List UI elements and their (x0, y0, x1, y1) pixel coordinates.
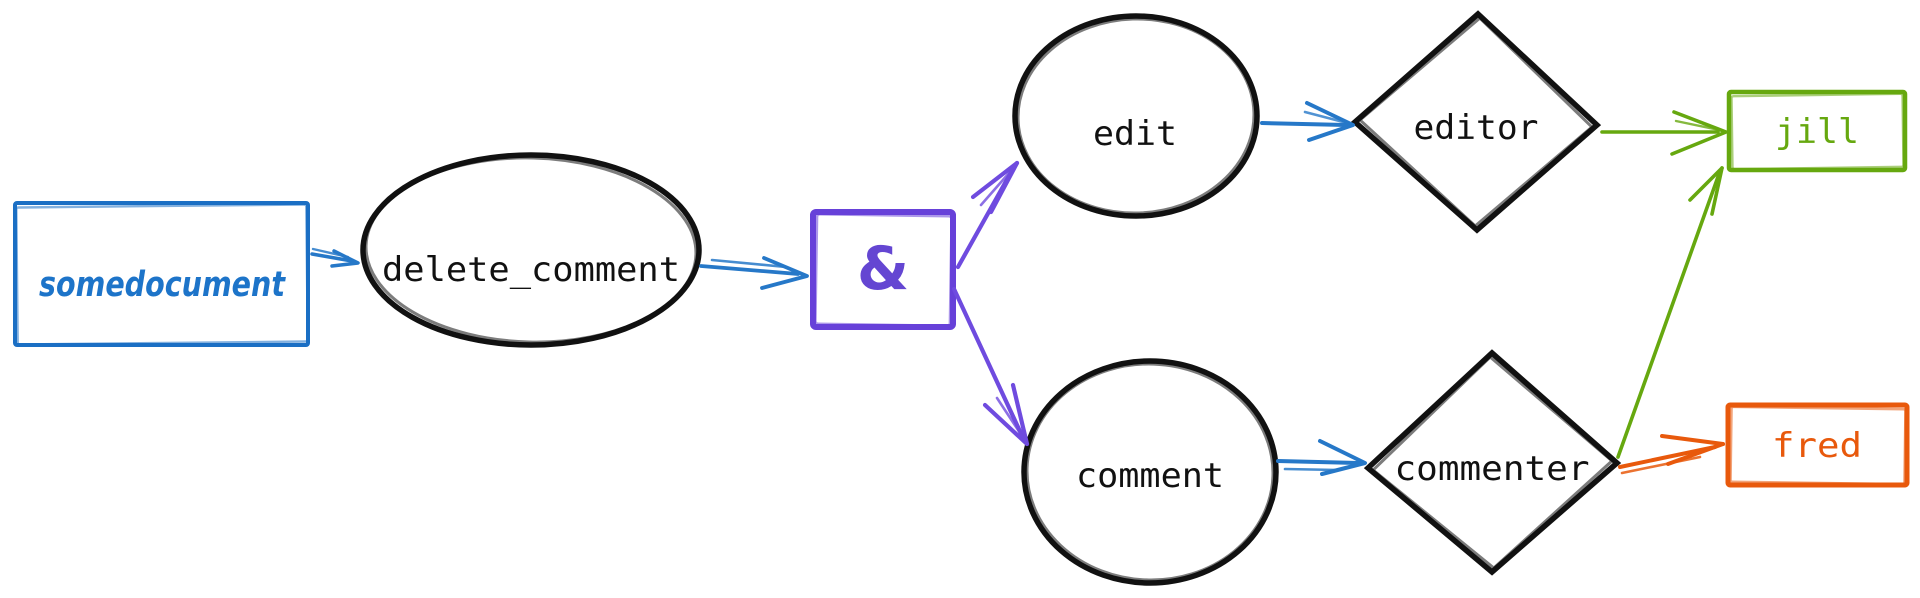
node-edit: edit (1012, 13, 1260, 219)
arrow-shaft (1276, 459, 1360, 465)
jill-label: jill (1775, 112, 1859, 152)
arrow-shaft (1618, 445, 1717, 469)
commenter-label: commenter (1395, 449, 1590, 489)
arrowhead-wing (982, 402, 1030, 447)
edge-edit-editor (1260, 101, 1355, 142)
comment-circle-sketch (1025, 362, 1275, 582)
arrowhead (1670, 110, 1728, 156)
comment-circle (1021, 358, 1279, 586)
edge-somedocument-delete-comment (310, 247, 360, 268)
jill-box-sketch (1730, 92, 1905, 171)
edit-label: edit (1093, 114, 1177, 154)
arrowhead-wing (1666, 442, 1725, 466)
delete-comment-ellipse (360, 152, 702, 348)
fred-label: fred (1772, 426, 1862, 466)
arrowhead-wing (1010, 382, 1030, 447)
edge-commenter-jill (1616, 166, 1724, 459)
somedocument-box-sketch (15, 203, 309, 346)
arrowhead-wing (988, 160, 1020, 215)
arrowhead-wing (1688, 166, 1724, 202)
delete-comment-label: delete_comment (382, 250, 680, 290)
node-fred: fred (1725, 402, 1910, 488)
edge-delete-comment-and-gate (699, 256, 809, 290)
edge-comment-commenter (1276, 439, 1367, 476)
arrowhead-wing (1660, 434, 1725, 446)
arrow-shaft (699, 264, 800, 276)
editor-diamond-sketch (1357, 16, 1595, 229)
arrowhead (1305, 101, 1355, 142)
edit-circle-sketch (1016, 17, 1256, 215)
fred-box-sketch (1729, 405, 1907, 486)
arrowhead-wing-sketch (1674, 119, 1726, 133)
arrowhead (760, 256, 809, 290)
arrowhead-wing-sketch (979, 163, 1018, 207)
arrowhead-wing (1710, 166, 1724, 216)
commenter-diamond-sketch (1370, 354, 1615, 570)
arrowhead-wing-sketch (1303, 110, 1353, 126)
edge-and-gate-edit (955, 160, 1020, 270)
edge-commenter-fred (1618, 434, 1725, 475)
arrow-shaft (1616, 172, 1721, 459)
arrowhead (330, 249, 360, 268)
and-gate-box-sketch (813, 212, 954, 328)
and-gate-box (810, 209, 956, 330)
jill-box (1726, 89, 1908, 173)
arrow-shaft (1260, 121, 1348, 127)
node-somedocument: somedocument (13, 201, 310, 347)
edit-circle (1012, 13, 1260, 219)
node-comment: comment (1021, 358, 1279, 586)
delete-comment-ellipse-sketch (364, 156, 698, 344)
arrow-shaft-sketch (1620, 455, 1702, 475)
and-gate-label: & (857, 234, 909, 304)
node-editor: editor (1350, 10, 1602, 234)
arrow-shaft (951, 286, 1027, 443)
arrow-shaft (310, 252, 354, 263)
node-delete-comment: delete_comment (360, 152, 702, 348)
editor-label: editor (1414, 108, 1539, 148)
edge-and-gate-comment (951, 286, 1030, 447)
node-commenter: commenter (1363, 349, 1622, 576)
somedocument-label: somedocument (39, 265, 286, 305)
comment-label: comment (1076, 456, 1224, 496)
node-and-gate: & (810, 209, 956, 330)
arrowhead-wing-sketch (995, 396, 1028, 444)
editor-diamond (1350, 10, 1602, 234)
arrowhead-wing (970, 160, 1020, 200)
arrow-shaft-sketch (1283, 467, 1340, 472)
edge-editor-jill (1600, 110, 1728, 156)
arrow-shaft-sketch (710, 258, 788, 269)
fred-box (1725, 402, 1910, 488)
arrowhead (1318, 439, 1367, 476)
node-jill: jill (1726, 89, 1908, 173)
